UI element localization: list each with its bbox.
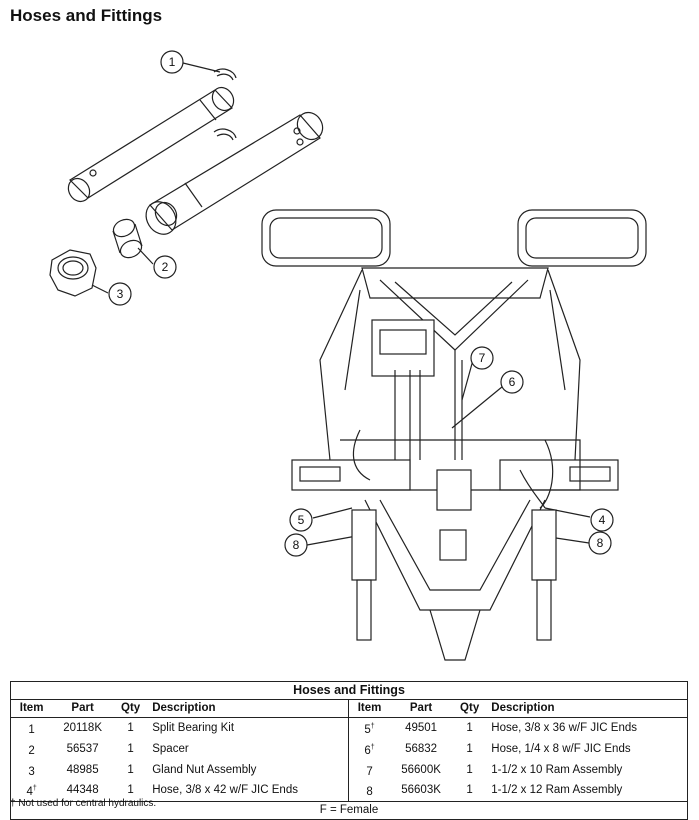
part-number: 49501	[405, 721, 438, 734]
part-number: 56603K	[401, 784, 441, 797]
callout-2: 2	[153, 255, 177, 279]
callout-6: 6	[500, 370, 524, 394]
item-number: 4†	[26, 785, 37, 799]
parts-table: Hoses and Fittings Item Part Qty Descrip…	[10, 681, 688, 820]
quantity: 1	[466, 784, 473, 797]
callout-8-right: 8	[588, 531, 612, 555]
callout-4: 4	[590, 508, 614, 532]
svg-text:8: 8	[597, 536, 604, 550]
item-number: 5†	[347, 717, 391, 739]
footnote: † Not used for central hydraulics.	[10, 798, 157, 809]
header-description: Description	[148, 699, 349, 718]
header-description: Description	[487, 699, 688, 718]
callout-3: 3	[108, 282, 132, 306]
description: 1-1/2 x 10 Ram Assembly	[491, 763, 623, 776]
left-tire	[261, 209, 391, 267]
parts-illustration: 1 2 3 4 5 6 7 8	[49, 50, 647, 661]
svg-text:2: 2	[162, 260, 169, 274]
header-part: Part	[52, 699, 113, 718]
description: Hose, 1/4 x 8 w/F JIC Ends	[491, 742, 631, 755]
part-number: 56537	[66, 742, 99, 755]
quantity: 1	[127, 784, 134, 797]
callout-8-left: 8	[284, 533, 308, 557]
part-number: 56600K	[401, 763, 441, 776]
svg-text:7: 7	[479, 351, 486, 365]
callout-7: 7	[470, 346, 494, 370]
header-item: Item	[10, 699, 53, 718]
item-number: 3	[28, 765, 35, 778]
quantity: 1	[466, 721, 473, 734]
callout-1: 1	[160, 50, 184, 74]
table-header-row: Item Part Qty Description Item Part Qty …	[10, 699, 688, 718]
svg-text:6: 6	[509, 375, 516, 389]
spacer	[112, 218, 143, 259]
quantity: 1	[466, 742, 473, 755]
header-qty: Qty	[112, 699, 149, 718]
item-number: 7	[347, 759, 391, 781]
quantity: 1	[127, 721, 134, 734]
svg-text:8: 8	[293, 538, 300, 552]
svg-text:1: 1	[169, 55, 176, 69]
description: Hose, 3/8 x 42 w/F JIC Ends	[152, 784, 298, 797]
machine-frame	[291, 267, 619, 661]
page-title: Hoses and Fittings	[10, 6, 163, 25]
table-row: 2 56537 1 Spacer 6† 56832 1 Hose, 1/4 x …	[11, 738, 688, 760]
item-number: 1	[28, 723, 35, 736]
table-row: 3 48985 1 Gland Nut Assembly 7 56600K 1 …	[11, 759, 688, 781]
description: Spacer	[152, 742, 189, 755]
description: Gland Nut Assembly	[152, 763, 257, 776]
right-tire	[517, 209, 647, 267]
quantity: 1	[127, 763, 134, 776]
item-number: 6†	[347, 738, 391, 760]
gland-nut	[49, 249, 97, 297]
table-row: 4† 44348 1 Hose, 3/8 x 42 w/F JIC Ends 8…	[11, 780, 688, 802]
part-number: 20118K	[63, 721, 102, 734]
item-number: 8	[347, 780, 391, 802]
tube-right	[145, 111, 324, 235]
svg-text:5: 5	[298, 513, 305, 527]
callout-5: 5	[289, 508, 313, 532]
svg-text:4: 4	[599, 513, 606, 527]
description: Hose, 3/8 x 36 w/F JIC Ends	[491, 721, 637, 734]
svg-text:3: 3	[117, 287, 124, 301]
part-number: 48985	[66, 763, 99, 776]
table-row: 1 20118K 1 Split Bearing Kit 5† 49501 1 …	[11, 717, 688, 739]
tube-left	[67, 86, 235, 203]
quantity: 1	[127, 742, 134, 755]
table-title: Hoses and Fittings	[10, 681, 688, 700]
part-number: 44348	[66, 784, 99, 797]
description: 1-1/2 x 12 Ram Assembly	[491, 784, 623, 797]
header-qty: Qty	[452, 699, 488, 718]
quantity: 1	[466, 763, 473, 776]
header-part: Part	[390, 699, 452, 718]
item-number: 2	[28, 744, 35, 757]
description: Split Bearing Kit	[152, 721, 235, 734]
part-number: 56832	[405, 742, 438, 755]
header-item: Item	[347, 699, 391, 718]
